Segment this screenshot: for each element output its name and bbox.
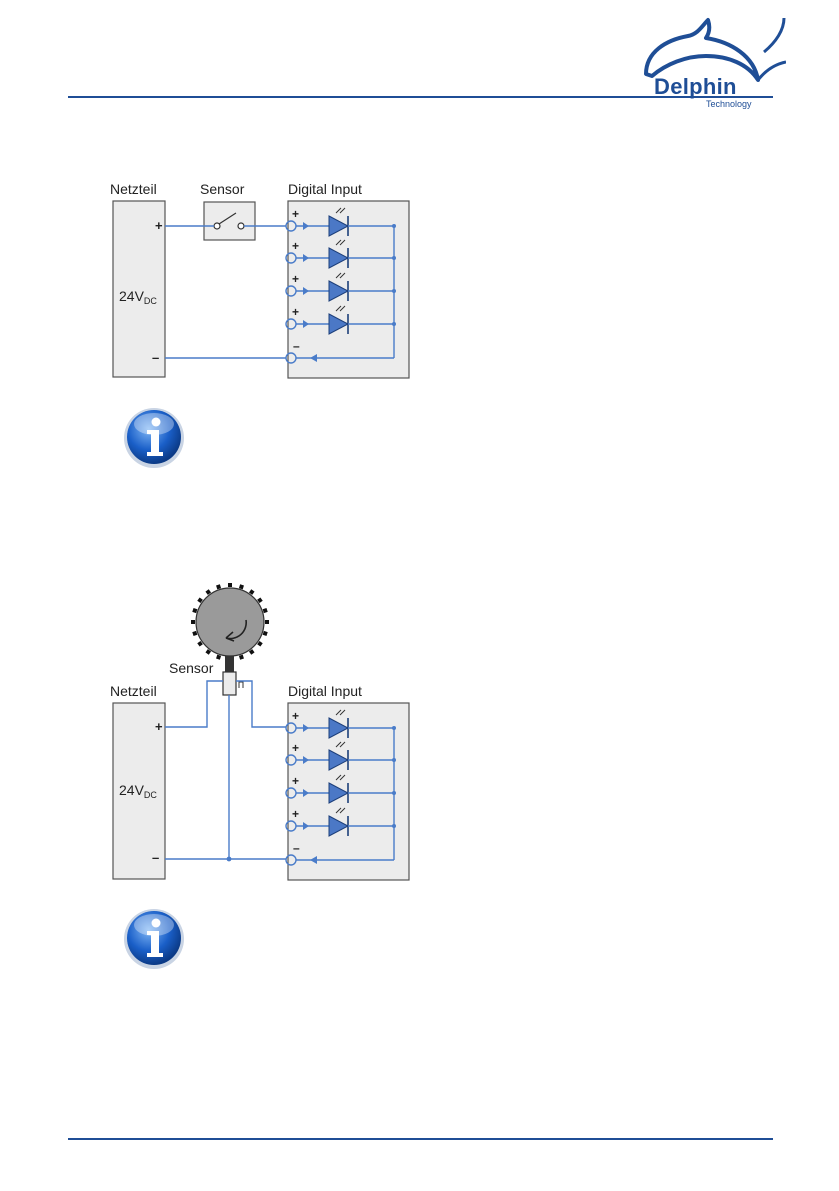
supply-plus-label: + <box>155 719 163 734</box>
channel-plus-label: + <box>292 807 299 821</box>
channel-plus-label: + <box>292 709 299 723</box>
power-supply-label: Netzteil <box>110 683 157 699</box>
junction-dot <box>227 857 232 862</box>
digital-input-label: Digital Input <box>288 683 362 699</box>
supply-minus-label: – <box>152 850 159 865</box>
supply-wiring <box>165 681 286 859</box>
info-icon <box>120 903 188 971</box>
channel-plus-label: + <box>292 774 299 788</box>
channel-minus-label: – <box>293 841 300 855</box>
proximity-sensor-icon <box>223 656 243 695</box>
sensor-label: Sensor <box>169 660 214 676</box>
channel-plus-label: + <box>292 741 299 755</box>
gear-wheel-icon <box>191 583 269 661</box>
